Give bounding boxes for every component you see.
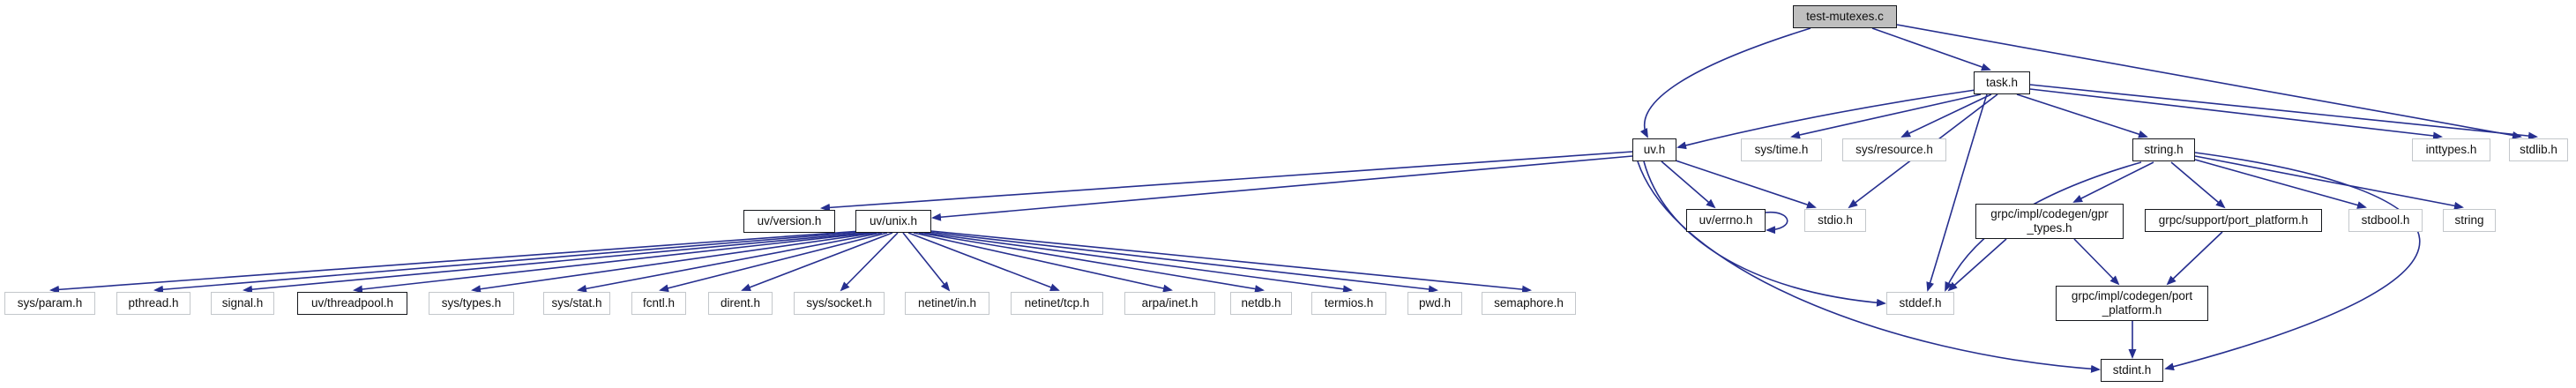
edge-uvunix-syssocket [840, 232, 899, 292]
node-stddef[interactable]: stddef.h [1886, 292, 1954, 315]
edge-uv-uvversion [820, 151, 1633, 212]
node-fcntl[interactable]: fcntl.h [631, 292, 686, 315]
edge-uv-stdio [1672, 159, 1817, 209]
node-stdbool[interactable]: stdbool.h [2348, 209, 2423, 232]
edge-uvunix-dirent [741, 232, 893, 291]
edge-uvunix-netdb [918, 232, 1265, 293]
edge-task-inttypes [2029, 88, 2443, 140]
edge-task-stddef [1926, 93, 1988, 292]
edge-task-sysresource [1900, 93, 1992, 138]
edge-uvunix-netinettcp [907, 232, 1060, 291]
node-signal[interactable]: signal.h [211, 292, 274, 315]
edge-uvunix-fcntl [659, 232, 888, 293]
node-stdlib[interactable]: stdlib.h [2509, 138, 2568, 161]
node-systime[interactable]: sys/time.h [1741, 138, 1822, 161]
edge-stringh-stringbox [2194, 155, 2464, 210]
node-uv[interactable]: uv.h [1632, 138, 1676, 161]
node-arpainet[interactable]: arpa/inet.h [1124, 292, 1215, 315]
node-stringbox[interactable]: string [2443, 209, 2496, 232]
edge-task-uv [1676, 89, 1976, 150]
edge-uvunix-termios [923, 232, 1353, 294]
node-semaphore[interactable]: semaphore.h [1482, 292, 1576, 315]
edge-stringh-gprtypes [2072, 161, 2154, 203]
node-uvunix[interactable]: uv/unix.h [855, 210, 931, 233]
node-inttypes[interactable]: inttypes.h [2412, 138, 2490, 161]
edge-supportport-codegenport [2166, 231, 2223, 286]
node-sysparam[interactable]: sys/param.h [4, 292, 95, 315]
edge-task-stringh [2016, 93, 2148, 138]
node-systypes[interactable]: sys/types.h [429, 292, 514, 315]
edge-uvunix-systypes [471, 232, 877, 294]
edge-gprtypes-stddef [1947, 238, 2007, 292]
edge-task-stdlib [2029, 84, 2538, 140]
node-sysstat[interactable]: sys/stat.h [543, 292, 610, 315]
node-uvthreadpool[interactable]: uv/threadpool.h [297, 292, 407, 315]
node-netdb[interactable]: netdb.h [1230, 292, 1292, 315]
node-codegenport[interactable]: grpc/impl/codegen/port _platform.h [2056, 286, 2208, 321]
node-supportport[interactable]: grpc/support/port_platform.h [2145, 209, 2322, 232]
node-dirent[interactable]: dirent.h [708, 292, 773, 315]
edge-uvunix-semaphore [930, 230, 1532, 294]
edge-uvunix-arpainet [913, 232, 1173, 293]
node-stdint[interactable]: stdint.h [2101, 359, 2163, 382]
node-sysresource[interactable]: sys/resource.h [1842, 138, 1946, 161]
edge-uvunix-pwd [927, 231, 1438, 294]
edge-stringh-stdint [2164, 152, 2421, 371]
node-task[interactable]: task.h [1974, 71, 2030, 94]
node-gprtypes[interactable]: grpc/impl/codegen/gpr _types.h [1975, 204, 2124, 239]
node-syssocket[interactable]: sys/socket.h [794, 292, 885, 315]
node-termios[interactable]: termios.h [1311, 292, 1386, 315]
edge-uvunix-signal [243, 232, 867, 294]
node-stdio[interactable]: stdio.h [1804, 209, 1866, 232]
node-stringh[interactable]: string.h [2132, 138, 2195, 161]
edge-uvunix-sysparam [49, 230, 862, 294]
edge-test-uv [1639, 27, 1811, 138]
node-pthread[interactable]: pthread.h [116, 292, 190, 315]
edge-uv-stdint [1637, 160, 2101, 373]
node-test[interactable]: test-mutexes.c [1793, 5, 1897, 28]
edge-uv-uverrno [1661, 160, 1716, 209]
edge-uv-uvunix [931, 155, 1633, 221]
node-netinettcp[interactable]: netinet/tcp.h [1011, 292, 1103, 315]
node-netinetin[interactable]: netinet/in.h [905, 292, 989, 315]
edge-stringh-supportport [2170, 161, 2226, 209]
edge-uvunix-uvthreadpool [353, 232, 872, 294]
edge-task-systime [1790, 93, 1982, 139]
edge-test-stdlib [1896, 24, 2522, 139]
node-uvversion[interactable]: uv/version.h [743, 210, 835, 233]
edge-uverrno-uverrno [1765, 212, 1788, 235]
edge-uvunix-pthread [153, 231, 863, 294]
node-uverrno[interactable]: uv/errno.h [1686, 209, 1766, 232]
edge-test-task [1871, 27, 1991, 71]
edge-uvunix-netinetin [902, 232, 951, 292]
edge-gprtypes-codegenport [2073, 238, 2120, 286]
edge-stringh-stdbool [2194, 159, 2367, 209]
edge-uvunix-sysstat [577, 232, 883, 293]
node-pwd[interactable]: pwd.h [1407, 292, 1462, 315]
